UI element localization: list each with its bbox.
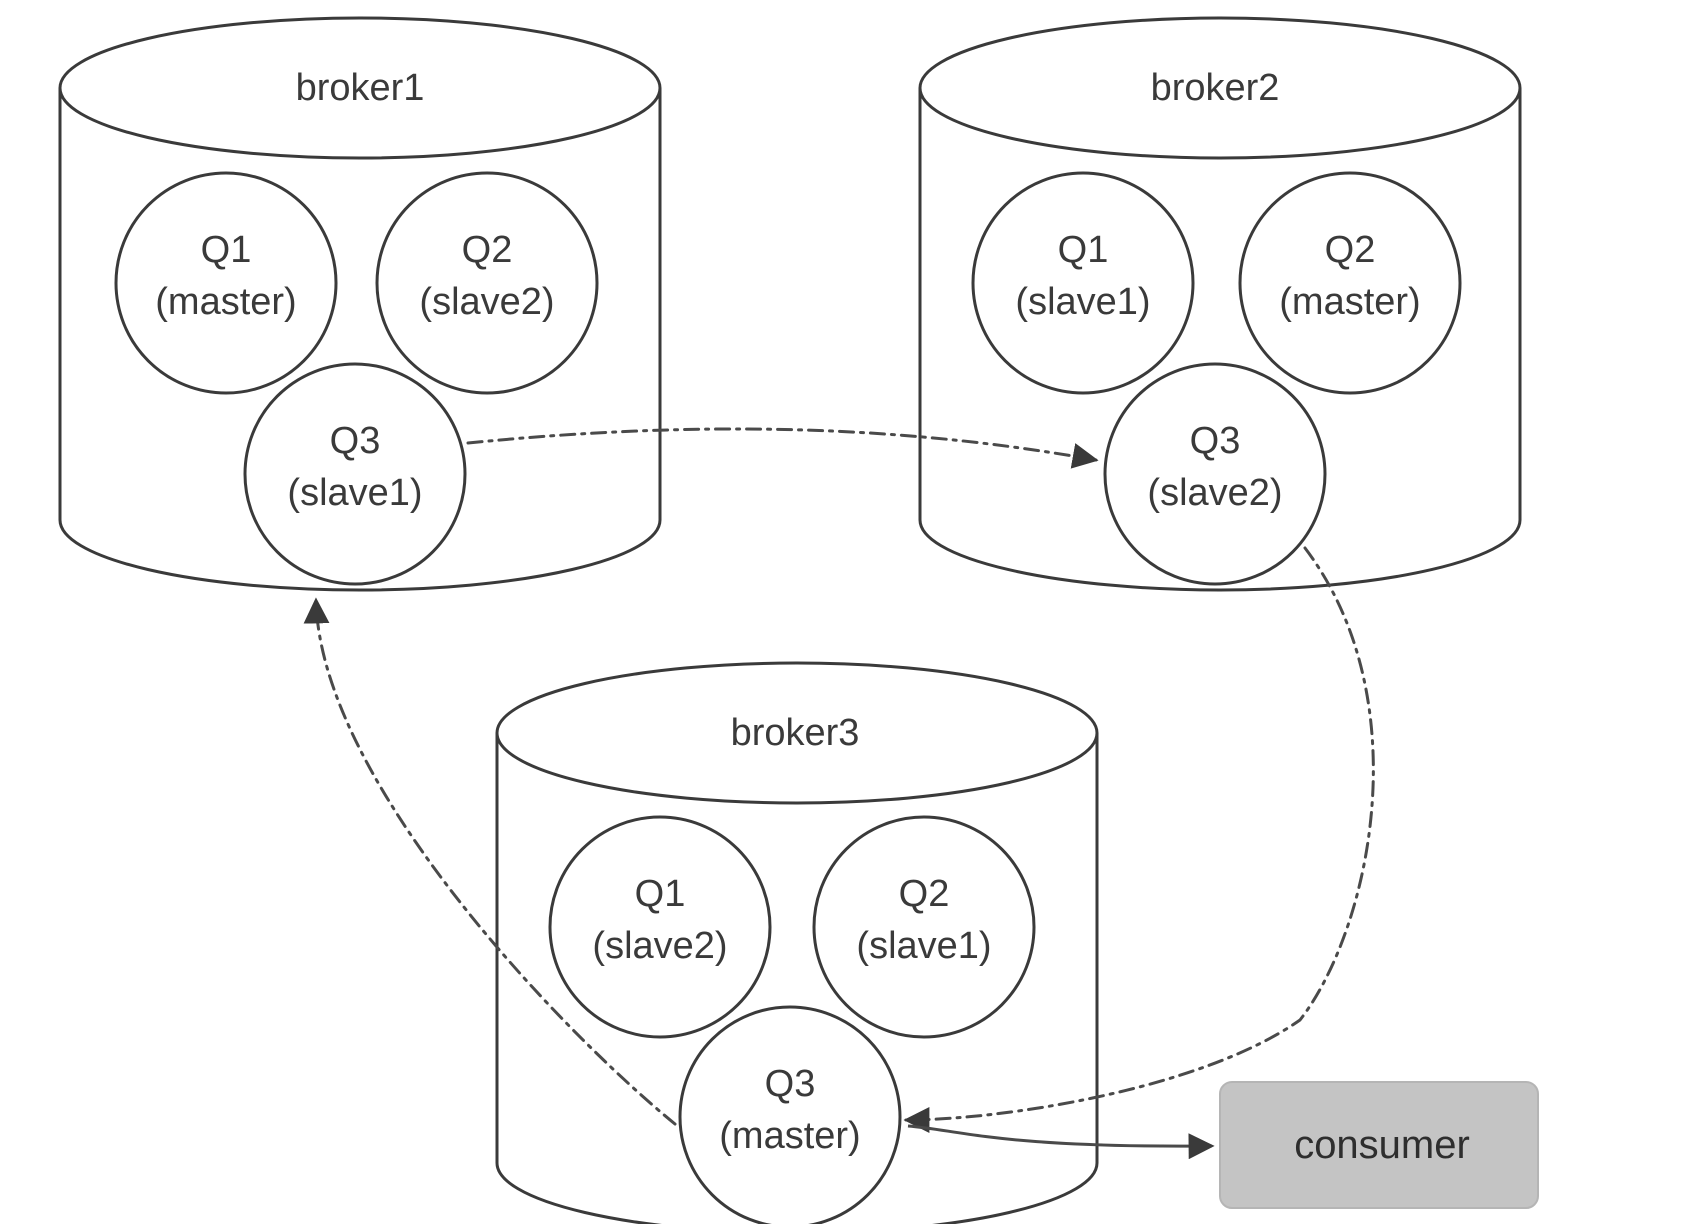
broker1-queue-q1-id: Q1 — [201, 229, 252, 271]
broker3-queue-q1-role: (slave2) — [592, 925, 727, 967]
broker2-queue-q3-role: (slave2) — [1147, 472, 1282, 514]
broker1-queue-q1-circle — [114, 171, 338, 395]
broker3-queue-q1-id: Q1 — [635, 873, 686, 915]
consumer-label: consumer — [1294, 1123, 1470, 1167]
broker2-queue-q3: Q3 (slave2) — [1103, 362, 1327, 586]
sync-arrow-broker2-q3-to-broker3-q3 — [903, 546, 1375, 1133]
broker1-queue-q1: Q1 (master) — [114, 171, 338, 395]
broker2-cylinder: broker2 Q1 (slave1) Q2 (master) Q3 (slav… — [918, 16, 1522, 592]
broker1-queue-q1-role: (master) — [155, 281, 296, 323]
broker3-queue-q3-id: Q3 — [765, 1063, 816, 1105]
broker1-label: broker1 — [296, 67, 425, 109]
broker3-queue-q2-circle — [812, 815, 1036, 1039]
broker3-queue-q3-circle — [678, 1005, 902, 1224]
consumer-node: consumer — [1219, 1081, 1539, 1209]
broker2-queue-q2: Q2 (master) — [1238, 171, 1462, 395]
sync-arrow-broker1-q3-to-broker2-q3 — [466, 427, 1099, 469]
broker1-queue-q3-id: Q3 — [330, 420, 381, 462]
broker3-queue-q2-role: (slave1) — [856, 925, 991, 967]
broker2-queue-q2-role: (master) — [1279, 281, 1420, 323]
broker2-queue-q2-circle — [1238, 171, 1462, 395]
broker2-queue-q1-id: Q1 — [1058, 229, 1109, 271]
broker1-queue-q2: Q2 (slave2) — [375, 171, 599, 395]
broker1-queue-q2-role: (slave2) — [419, 281, 554, 323]
broker3-queue-q3-role: (master) — [719, 1115, 860, 1157]
broker2-queue-q3-id: Q3 — [1190, 420, 1241, 462]
broker1-queue-q2-circle — [375, 171, 599, 395]
broker2-queue-q1: Q1 (slave1) — [971, 171, 1195, 395]
broker2-queue-q3-circle — [1103, 362, 1327, 586]
broker1-cylinder: broker1 Q1 (master) Q2 (slave2) Q3 (slav… — [58, 16, 662, 592]
broker1-cylinder-top — [58, 16, 662, 160]
broker3-queue-q1-circle — [548, 815, 772, 1039]
broker3-queue-q3: Q3 (master) — [678, 1005, 902, 1224]
broker2-cylinder-top — [918, 16, 1522, 160]
sync-arrow-broker3-q3-to-broker1-q3 — [303, 597, 677, 1126]
broker3-label: broker3 — [731, 712, 860, 754]
broker2-queue-q2-id: Q2 — [1325, 229, 1376, 271]
broker1-queue-q3: Q3 (slave1) — [243, 362, 467, 586]
broker2-queue-q1-role: (slave1) — [1015, 281, 1150, 323]
broker1-queue-q3-circle — [243, 362, 467, 586]
broker2-label: broker2 — [1151, 67, 1280, 109]
broker2-queue-q1-circle — [971, 171, 1195, 395]
broker1-queue-q2-id: Q2 — [462, 229, 513, 271]
consume-arrow-q3-to-consumer — [907, 1124, 1215, 1160]
broker3-queue-q2: Q2 (slave1) — [812, 815, 1036, 1039]
broker3-queue-q2-id: Q2 — [899, 873, 950, 915]
broker3-queue-q1: Q1 (slave2) — [548, 815, 772, 1039]
broker1-queue-q3-role: (slave1) — [287, 472, 422, 514]
broker3-cylinder-top — [495, 661, 1099, 805]
consumer-box — [1219, 1081, 1539, 1209]
